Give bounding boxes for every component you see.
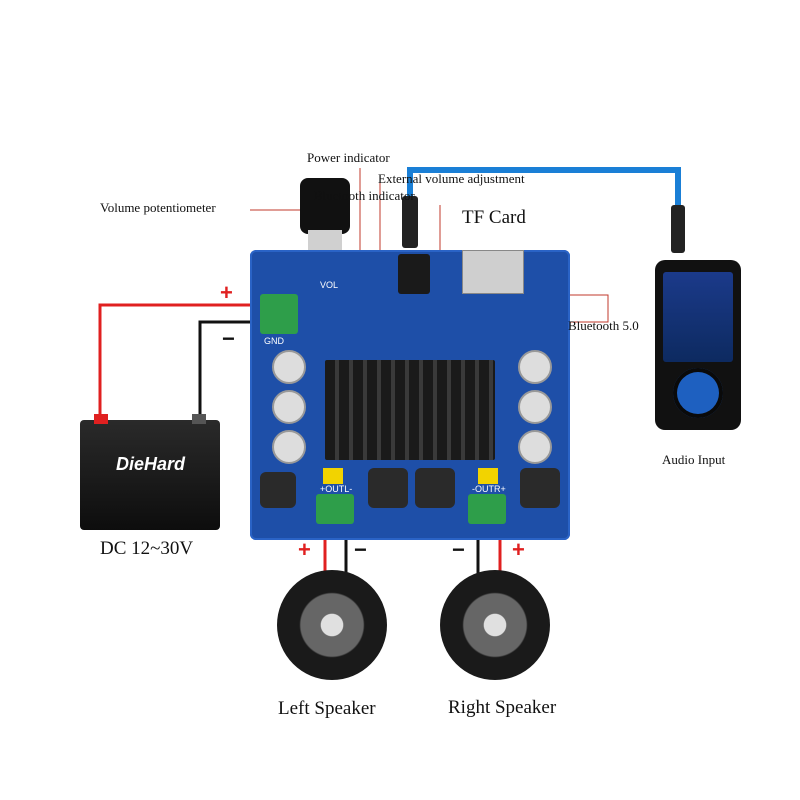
label-dc-power: DC 12~30V xyxy=(100,538,194,559)
capacitor xyxy=(272,350,306,384)
right-plus-sign: + xyxy=(512,537,525,562)
left-minus-sign: − xyxy=(354,537,367,562)
board-gnd-label: GND xyxy=(264,336,284,346)
inductor xyxy=(260,472,296,508)
capacitor xyxy=(518,430,552,464)
film-capacitor xyxy=(478,468,498,484)
board-outl-label: +OUTL- xyxy=(320,484,353,494)
capacitor xyxy=(272,430,306,464)
play-button-icon xyxy=(673,368,723,418)
right-speaker xyxy=(440,570,550,680)
leader-bluetooth-50 xyxy=(560,294,609,323)
aux-plug-phone xyxy=(671,205,685,253)
left-output-terminal xyxy=(316,494,354,524)
battery-minus-sign: − xyxy=(222,326,235,351)
board-outr-label: -OUTR+ xyxy=(472,484,506,494)
label-external-volume: External volume adjustment xyxy=(378,171,525,186)
right-minus-sign: − xyxy=(452,537,465,562)
capacitor xyxy=(518,350,552,384)
audio-jack xyxy=(398,254,430,294)
inductor xyxy=(520,468,560,508)
label-volume-pot: Volume potentiometer xyxy=(100,200,216,215)
heatsink xyxy=(325,360,495,460)
battery: DieHard xyxy=(80,414,220,530)
label-audio-input: Audio Input xyxy=(662,452,726,467)
battery-terminal-positive xyxy=(94,414,108,424)
battery-terminal-negative xyxy=(192,414,206,424)
label-right-speaker: Right Speaker xyxy=(448,697,557,718)
inductor xyxy=(368,468,408,508)
aux-plug-board xyxy=(402,196,418,248)
board-vol-label: VOL xyxy=(320,280,339,290)
battery-brand: DieHard xyxy=(116,454,186,474)
battery-plus-sign: + xyxy=(220,280,233,305)
aux-cable xyxy=(407,167,681,215)
label-power-indicator: Power indicator xyxy=(307,150,390,165)
label-left-speaker: Left Speaker xyxy=(278,698,376,719)
left-plus-sign: + xyxy=(298,537,311,562)
leader-lines xyxy=(250,168,609,323)
film-capacitor xyxy=(323,468,343,484)
tf-card-slot xyxy=(462,250,524,294)
player-screen xyxy=(663,272,733,362)
inductor xyxy=(415,468,455,508)
audio-player xyxy=(655,260,741,430)
wire-positive xyxy=(98,303,275,418)
label-bluetooth-50: Bluetooth 5.0 xyxy=(568,318,639,333)
capacitor xyxy=(518,390,552,424)
capacitor xyxy=(272,390,306,424)
label-bluetooth-indicator: Bluetooth indicator xyxy=(314,188,415,203)
amplifier-board: GND VOL +OUTL- -OUTR+ xyxy=(250,250,570,540)
left-speaker xyxy=(277,570,387,680)
label-tf-card: TF Card xyxy=(462,207,526,228)
power-terminal xyxy=(260,294,298,334)
right-output-terminal xyxy=(468,494,506,524)
